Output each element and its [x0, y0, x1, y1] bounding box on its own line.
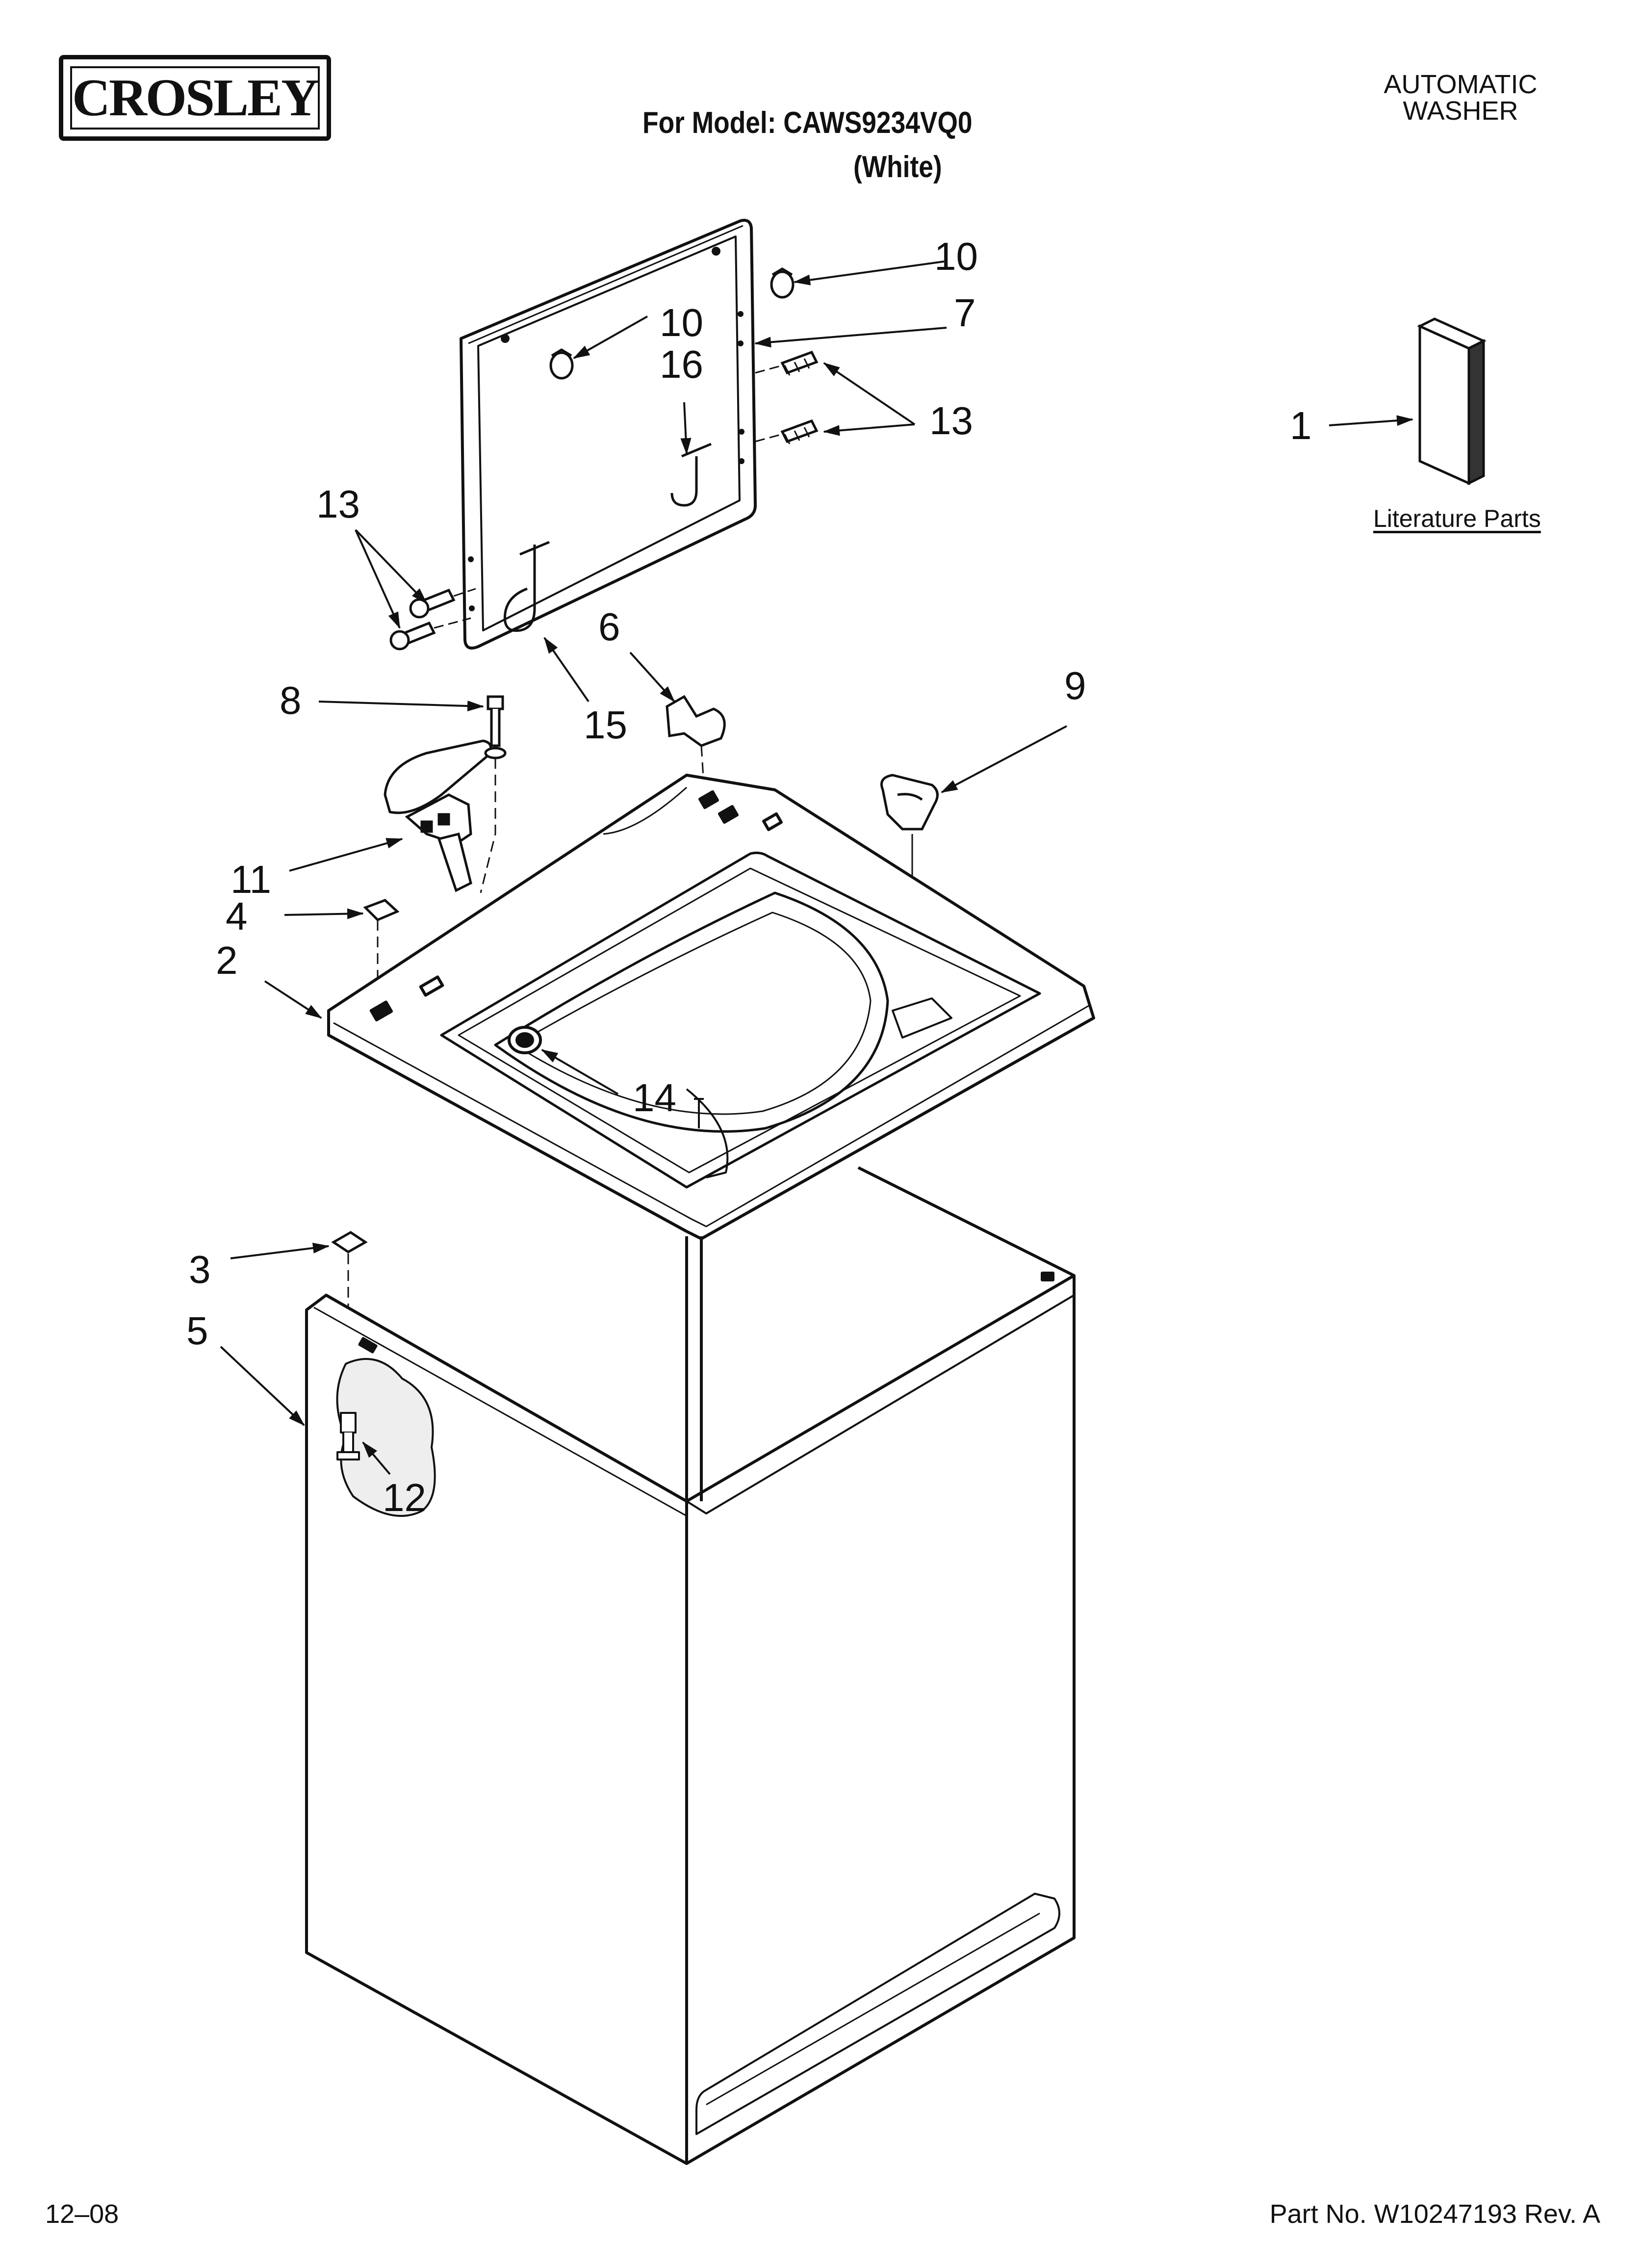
top-panel — [327, 774, 1095, 1240]
leader-10a — [794, 261, 945, 286]
leader-2 — [264, 980, 322, 1019]
part-number: Part No. W10247193 Rev. A — [1269, 2199, 1600, 2229]
product-type-line-2: WASHER — [1403, 96, 1518, 126]
callout-8: 8 — [280, 678, 302, 722]
product-type-line-1: AUTOMATIC — [1384, 70, 1538, 99]
leader-16 — [680, 402, 692, 455]
cabinet — [305, 1166, 1076, 2165]
leader-13-left-a — [355, 529, 428, 604]
callout-3: 3 — [189, 1248, 211, 1291]
product-type: AUTOMATIC WASHER — [1338, 71, 1583, 124]
callout-7: 7 — [954, 291, 976, 335]
callout-6: 6 — [598, 605, 620, 649]
callout-14: 14 — [633, 1076, 676, 1120]
leader-3 — [230, 1243, 330, 1259]
literature-booklet-icon — [1417, 317, 1487, 486]
revision-date: 12–08 — [45, 2199, 119, 2229]
logo-inner-frame: CROSLEY — [70, 66, 320, 130]
leader-15 — [543, 637, 590, 703]
leader-10b — [573, 315, 648, 359]
leader-1 — [1329, 415, 1413, 426]
hinge-screw-icon — [755, 350, 819, 444]
callout-16: 16 — [660, 342, 703, 386]
leader-11 — [289, 838, 403, 872]
leader-7 — [754, 327, 947, 348]
crosley-logo: CROSLEY — [59, 55, 331, 141]
leader-13b — [823, 423, 915, 436]
literature-parts-label: Literature Parts — [1373, 505, 1541, 532]
callout-10b: 10 — [660, 301, 703, 344]
switch-screw-icon — [480, 695, 507, 893]
leader-8 — [318, 701, 484, 712]
callout-1: 1 — [1290, 404, 1312, 447]
leader-9 — [941, 725, 1067, 793]
callout-13b: 13 — [316, 482, 360, 526]
callout-10a: 10 — [934, 235, 978, 278]
leader-6 — [629, 652, 675, 703]
callout-4: 4 — [226, 894, 248, 938]
callout-15: 15 — [584, 703, 627, 747]
callout-12: 12 — [383, 1476, 426, 1519]
callout-leaders — [220, 261, 1413, 1475]
leader-12 — [362, 1441, 391, 1475]
callout-11: 11 — [231, 858, 271, 901]
callout-9: 9 — [1064, 664, 1086, 707]
leader-4 — [284, 908, 364, 919]
logo-text: CROSLEY — [72, 68, 319, 127]
lid-bumper-icon — [549, 267, 795, 380]
callout-labels: 10 7 13 10 16 13 6 15 8 9 11 4 2 14 3 5 … — [186, 235, 1312, 1519]
lid-assembly — [460, 219, 757, 650]
callout-2: 2 — [216, 938, 238, 982]
hinge-rod-icon — [503, 443, 712, 632]
model-title: For Model: CAWS9234VQ0 — [642, 106, 973, 140]
leader-14 — [541, 1049, 619, 1095]
model-color: (White) — [853, 150, 942, 184]
leader-13-left-b — [355, 529, 401, 629]
callout-13a: 13 — [929, 399, 973, 443]
leader-5 — [220, 1346, 305, 1426]
callout-5: 5 — [186, 1309, 208, 1353]
lid-switch-icon — [384, 739, 492, 892]
leader-13a — [823, 362, 916, 425]
